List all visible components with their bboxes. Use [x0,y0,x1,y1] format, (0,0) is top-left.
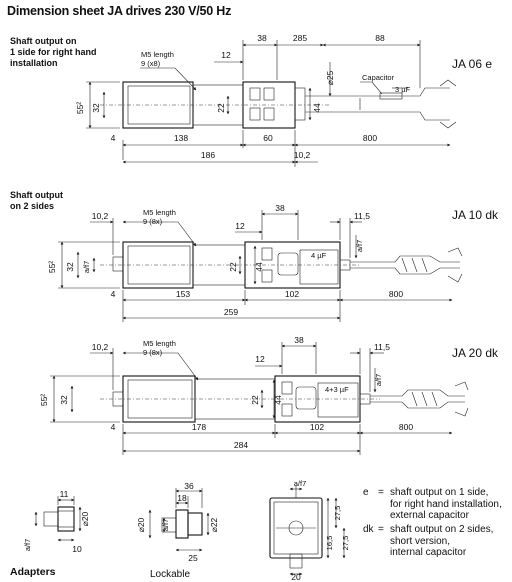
dim-138: 138 [174,133,188,143]
label-3uf: 3 µF [395,85,411,94]
dim-af7: a/f7 [161,519,170,532]
label-m5-count: 9 (8x) [143,217,163,226]
dim-10-2: 10,2 [92,342,109,352]
dim-55: 55² [75,102,85,114]
dim-4: 4 [111,289,116,299]
dim-4: 4 [111,133,116,143]
dim-d22: ⌀22 [209,517,219,532]
drawing-ja06e: 38 285 88 12 55² 32 22 44 ⌀25 4 138 60 8… [75,33,457,167]
cable [305,87,450,121]
dim-af7: a/f7 [294,479,307,488]
dim-259: 259 [224,307,238,317]
section1-caption: Shaft output on 1 side for right hand in… [10,36,97,68]
dim-44: 44 [254,262,264,272]
dim-12: 12 [255,354,265,364]
adapters-caption: Adapters [10,566,56,578]
label-m5-length: M5 length [143,339,176,348]
dim-285: 285 [293,33,307,43]
drawing-adapter-lockable: 36 18 ⌀20 a/f7 ⌀22 25 [136,481,219,563]
model-ja10dk: JA 10 dk [452,208,499,222]
drawing-adapter-a: 11 ⌀20 a/f7 10 [23,489,90,554]
dim-32: 32 [65,262,75,272]
dim-44: 44 [273,395,283,405]
drawing-ja10dk: 10,2 38 11,5 12 55² 32 a/f7 22 44 a/f7 4… [47,203,463,322]
dim-12: 12 [221,50,231,60]
legend-e-text: shaft output on 1 side, for right hand i… [390,487,502,521]
label-m5-length: M5 length [141,50,174,59]
dim-10: 10 [72,544,82,554]
dim-22: 22 [250,395,260,405]
model-ja20dk: JA 20 dk [452,346,499,360]
connector [294,87,306,121]
label-4-3uf: 4+3 µF [325,385,349,394]
dim-60: 60 [263,133,273,143]
dim-d25: ⌀25 [325,70,335,85]
dim-16-5: 16,5 [325,536,334,551]
section2-caption: Shaft output on 2 sides [10,190,63,211]
dim-20: 20 [291,572,301,582]
dim-10-2: 10,2 [92,211,109,221]
lockable-caption: Lockable [150,569,191,580]
dim-22: 22 [216,103,226,113]
drawing-ja20dk: 10,2 38 11,5 12 55² 32 22 44 a/f7 4 178 … [39,335,469,455]
dim-88: 88 [375,33,385,43]
dim-32: 32 [91,103,101,113]
model-ja06e: JA 06 e [452,57,493,71]
label-4uf: 4 µF [311,251,327,260]
legend-e-eq: = [378,487,384,498]
dim-11-5: 11,5 [374,342,390,352]
legend-dk-text: shaft output on 2 sides, short version, … [390,524,494,558]
dim-55: 55² [39,394,49,406]
dim-10-2: 10,2 [294,150,311,160]
dim-178: 178 [192,422,206,432]
dim-153: 153 [176,289,190,299]
dim-af7-right: a/f7 [355,240,364,253]
dim-55: 55² [47,261,57,273]
label-m5-count: 9 (x8) [141,59,161,68]
dim-44: 44 [312,103,322,113]
label-m5-count: 9 (8x) [143,348,163,357]
dim-4: 4 [111,422,116,432]
legend-e-key: e [363,487,369,498]
dim-27-5-a: 27,5 [333,506,342,521]
dim-11-5: 11,5 [354,211,370,221]
dim-284: 284 [234,440,248,450]
capacitor-symbol [379,92,403,100]
dim-38: 38 [275,203,285,213]
drawing-adapter-front: a/f7 16,5 27,5 27,5 20 [269,479,350,582]
dim-18: 18 [177,493,187,503]
dim-800: 800 [399,422,413,432]
dim-25: 25 [188,553,198,563]
dim-32: 32 [59,395,69,405]
dim-800: 800 [389,289,403,299]
dim-af7: a/f7 [374,374,383,387]
dim-27-5-b: 27,5 [341,536,350,551]
dim-102: 102 [285,289,299,299]
dim-11: 11 [60,489,69,499]
dim-800: 800 [363,133,377,143]
dim-36: 36 [184,481,194,491]
legend-dk-eq: = [378,524,384,535]
dim-102: 102 [310,422,324,432]
legend-dk-key: dk [363,524,374,535]
dim-d20: ⌀20 [80,511,90,526]
dim-12: 12 [235,221,245,231]
dim-af7-left: a/f7 [82,261,91,274]
page-title: Dimension sheet JA drives 230 V/50 Hz [7,4,232,18]
label-m5-length: M5 length [143,208,176,217]
label-capacitor: Capacitor [362,73,395,82]
dim-186: 186 [201,150,215,160]
dim-d20: ⌀20 [136,517,146,532]
dim-38: 38 [257,33,267,43]
shaft-left [112,256,124,272]
dim-af7: a/f7 [23,539,32,552]
dim-38: 38 [294,335,304,345]
dim-22: 22 [228,262,238,272]
